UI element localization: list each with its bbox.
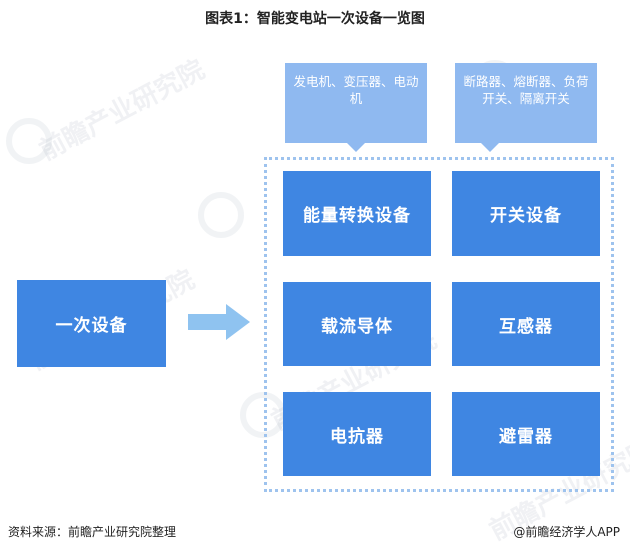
chart-title: 图表1：智能变电站一次设备一览图 (205, 11, 425, 27)
category-energy-conversion: 能量转换设备 (283, 171, 431, 256)
callout-text: 断路器、熔断器、负荷开关、隔离开关 (463, 74, 589, 106)
callout-pointer (480, 142, 500, 152)
watermark-logo-icon (198, 192, 244, 238)
category-lightning-arrester: 避雷器 (452, 392, 600, 476)
callout-pointer (346, 142, 366, 152)
watermark-logo-icon (6, 118, 52, 164)
category-reactor: 电抗器 (283, 392, 431, 476)
callout-energy-examples: 发电机、变压器、电动机 (285, 63, 427, 152)
brand-note: @前瞻经济学人APP (513, 525, 620, 539)
category-switch-equipment: 开关设备 (452, 171, 600, 256)
category-transformer-sensor: 互感器 (452, 282, 600, 366)
source-note: 资料来源：前瞻产业研究院整理 (8, 525, 177, 539)
watermark: 前瞻产业研究院 (34, 54, 210, 167)
main-node-primary-equipment: 一次设备 (17, 280, 166, 367)
callout-text: 发电机、变压器、电动机 (293, 74, 419, 106)
category-current-carrying-conductor: 载流导体 (283, 282, 431, 366)
callout-switch-examples: 断路器、熔断器、负荷开关、隔离开关 (455, 63, 597, 152)
category-frame (264, 157, 614, 492)
right-arrow-icon (188, 304, 250, 340)
